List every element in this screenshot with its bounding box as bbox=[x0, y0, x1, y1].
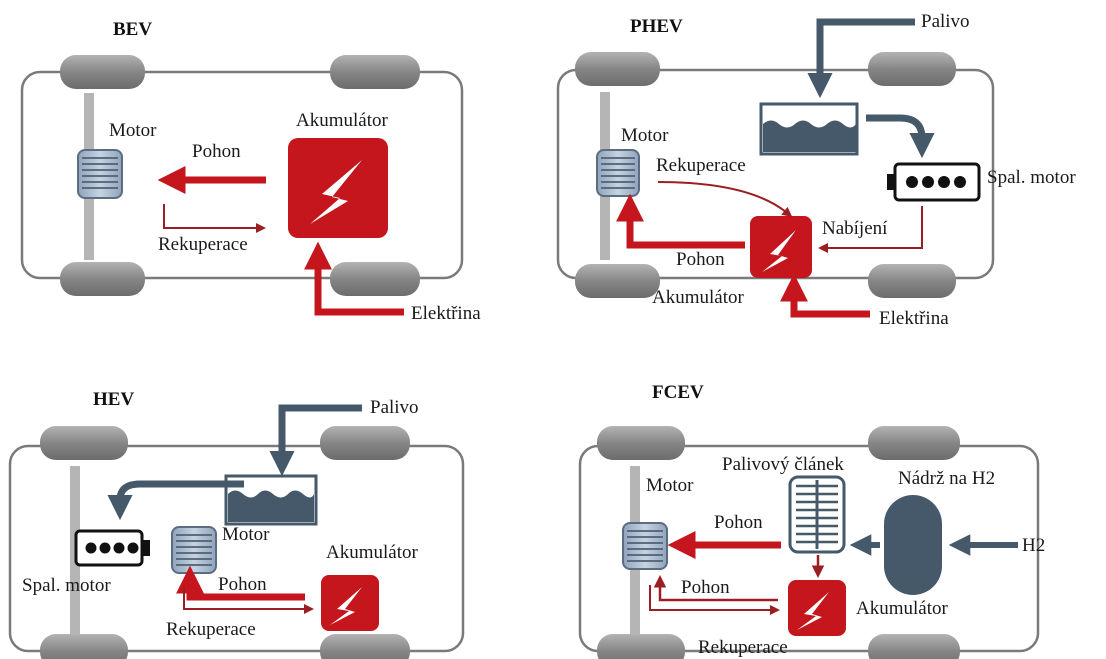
fcev-recuperation-arrow bbox=[649, 585, 780, 615]
bev-accumulator-label: Akumulátor bbox=[296, 110, 388, 131]
fcev-wheel-front-top bbox=[597, 426, 685, 460]
phev-drive-arrow bbox=[616, 193, 745, 249]
bev-panel: BEV Motor Akumulátor Pohon Rekuperace El… bbox=[20, 19, 481, 324]
phev-electricity-label: Elektřina bbox=[879, 308, 949, 329]
phev-electric-motor-icon bbox=[596, 149, 640, 197]
hev-panel: HEV Palivo Motor Akumulátor Spal. motor … bbox=[8, 389, 465, 659]
bev-electricity-label: Elektřina bbox=[411, 303, 481, 324]
bev-wheel-rear-top bbox=[330, 55, 420, 89]
phev-wheel-rear-top bbox=[868, 52, 956, 86]
bev-wheel-front-top bbox=[60, 55, 145, 89]
fcev-chassis bbox=[578, 444, 1040, 653]
phev-recuperation-arrow bbox=[657, 181, 793, 217]
hev-recuperation-arrow bbox=[183, 586, 314, 614]
hev-title: HEV bbox=[93, 389, 134, 410]
phev-charging-arrow bbox=[818, 206, 923, 253]
phev-fuel-label: Palivo bbox=[921, 11, 970, 32]
bev-wheel-rear-bottom bbox=[330, 262, 420, 296]
fcev-h2-tank-label: Nádrž na H2 bbox=[898, 468, 995, 489]
bev-electric-motor-icon bbox=[77, 149, 123, 199]
bev-motor-label: Motor bbox=[109, 120, 157, 141]
fcev-fuel-cell-label: Palivový článek bbox=[722, 454, 844, 475]
fcev-battery-icon bbox=[788, 580, 846, 636]
phev-combustion-engine-label: Spal. motor bbox=[987, 167, 1076, 188]
fcev-wheel-rear-top bbox=[868, 426, 960, 460]
bev-recuperation-label: Rekuperace bbox=[158, 234, 248, 255]
phev-recuperation-label: Rekuperace bbox=[656, 155, 746, 176]
phev-electricity-arrow bbox=[780, 273, 870, 318]
bev-recuperation-arrow bbox=[163, 204, 266, 233]
hev-electric-motor-icon bbox=[171, 526, 217, 574]
hev-fuel-arrow bbox=[269, 404, 362, 477]
phev-fuel-to-engine-arrow bbox=[866, 114, 935, 159]
fcev-accumulator-label: Akumulátor bbox=[856, 598, 948, 619]
phev-wheel-front-top bbox=[575, 52, 660, 86]
phev-fuel-tank-icon bbox=[759, 102, 859, 156]
fcev-drive-secondary-arrow bbox=[653, 575, 778, 602]
fcev-recuperation-label: Rekuperace bbox=[698, 637, 788, 658]
phev-panel: PHEV Palivo Motor Rekuperace Spal. motor… bbox=[556, 11, 1076, 329]
hev-combustion-engine-icon bbox=[74, 529, 150, 567]
hev-battery-icon bbox=[321, 575, 379, 631]
bev-wheel-front-bottom bbox=[60, 262, 145, 296]
bev-electricity-arrow bbox=[304, 241, 404, 316]
hev-fuel-to-engine-arrow bbox=[107, 480, 244, 521]
bev-drive-label: Pohon bbox=[192, 141, 241, 162]
phev-fuel-arrow bbox=[807, 18, 915, 99]
phev-motor-label: Motor bbox=[621, 125, 669, 146]
fcev-electric-motor-icon bbox=[622, 522, 668, 570]
hev-wheel-rear-top bbox=[320, 426, 410, 460]
phev-battery-icon bbox=[750, 216, 812, 278]
phev-wheel-rear-bottom bbox=[868, 264, 956, 298]
hev-accumulator-label: Akumulátor bbox=[326, 542, 418, 563]
hev-drive-label: Pohon bbox=[218, 574, 267, 595]
bev-chassis bbox=[20, 70, 464, 280]
bev-title: BEV bbox=[113, 19, 152, 40]
phev-accumulator-label: Akumulátor bbox=[652, 287, 744, 308]
fcev-motor-label: Motor bbox=[646, 475, 694, 496]
fcev-h2-tank-icon bbox=[884, 495, 942, 595]
bev-battery-icon bbox=[288, 138, 388, 238]
fcev-wheel-front-bottom bbox=[597, 634, 685, 659]
phev-title: PHEV bbox=[630, 16, 683, 37]
hev-wheel-rear-bottom bbox=[320, 634, 410, 659]
fcev-h2-label: H2 bbox=[1022, 535, 1045, 556]
hev-wheel-front-bottom bbox=[40, 634, 128, 659]
fcev-drive-main-label: Pohon bbox=[714, 512, 763, 533]
hev-wheel-front-top bbox=[40, 426, 128, 460]
phev-combustion-engine-icon bbox=[887, 162, 981, 202]
hev-motor-label: Motor bbox=[222, 524, 270, 545]
fcev-wheel-rear-bottom bbox=[868, 634, 960, 659]
phev-wheel-front-bottom bbox=[575, 264, 660, 298]
fcev-fuel-cell-icon bbox=[788, 475, 846, 554]
hev-chassis bbox=[8, 444, 465, 653]
fcev-drive-secondary-label: Pohon bbox=[681, 577, 730, 598]
phev-drive-label: Pohon bbox=[676, 249, 725, 270]
fcev-panel: FCEV Motor Palivový článek Nádrž na H2 P… bbox=[578, 382, 1045, 659]
phev-charging-label: Nabíjení bbox=[822, 218, 888, 239]
hev-drive-arrow bbox=[176, 565, 305, 601]
hev-fuel-label: Palivo bbox=[370, 397, 419, 418]
hev-fuel-tank-icon bbox=[224, 474, 318, 526]
fcev-title: FCEV bbox=[652, 382, 704, 403]
hev-combustion-engine-label: Spal. motor bbox=[22, 575, 111, 596]
hev-recuperation-label: Rekuperace bbox=[166, 619, 256, 640]
